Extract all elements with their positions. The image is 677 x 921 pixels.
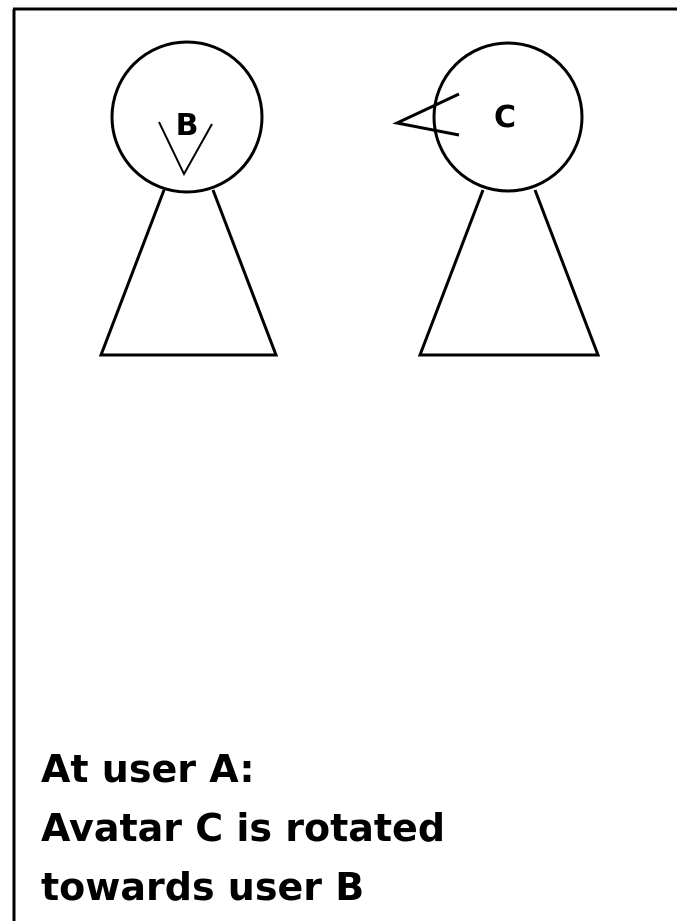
avatar-c: C bbox=[397, 43, 598, 355]
avatar-c-label: C bbox=[494, 100, 516, 135]
caption-line-2: Avatar C is rotated bbox=[41, 799, 445, 858]
avatar-c-body bbox=[420, 190, 598, 355]
avatar-c-nose bbox=[397, 94, 459, 135]
avatar-b-body bbox=[101, 190, 276, 355]
caption: At user A: Avatar C is rotated towards u… bbox=[41, 740, 445, 917]
avatar-b: B bbox=[101, 42, 276, 355]
caption-line-3: towards user B bbox=[41, 858, 445, 917]
avatar-b-label: B bbox=[176, 108, 199, 143]
caption-line-1: At user A: bbox=[41, 740, 445, 799]
